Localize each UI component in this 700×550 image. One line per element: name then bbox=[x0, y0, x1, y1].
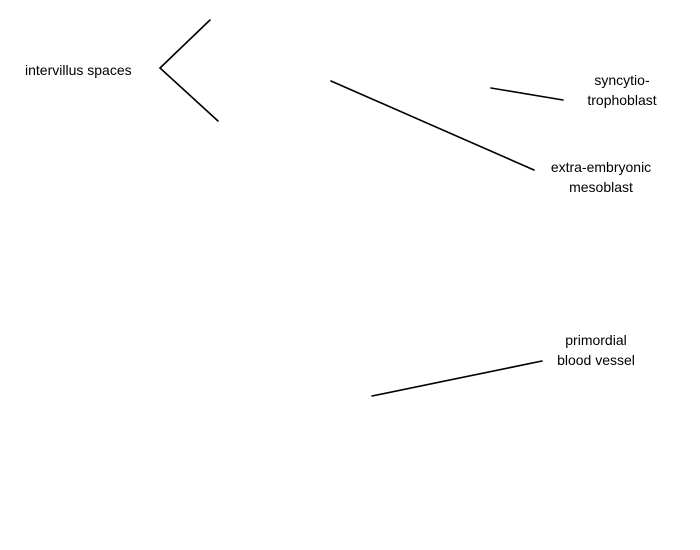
label-syncytiotrophoblast-line-1: syncytio- bbox=[594, 72, 650, 88]
label-primordial-blood-vessel-line-1: primordial bbox=[565, 332, 627, 348]
label-intervillus-spaces: intervillus spaces bbox=[25, 60, 132, 80]
leader-line-primordial-blood-vessel bbox=[371, 360, 543, 397]
leader-line-extra-embryonic-mesoblast bbox=[330, 80, 535, 171]
label-syncytiotrophoblast-line-2: trophoblast bbox=[587, 92, 657, 108]
label-syncytiotrophoblast: syncytio- trophoblast bbox=[572, 70, 672, 110]
leader-line-intervillus-spaces bbox=[158, 19, 219, 122]
label-extra-embryonic-mesoblast-line-2: mesoblast bbox=[569, 179, 633, 195]
label-extra-embryonic-mesoblast: extra-embryonic mesoblast bbox=[531, 157, 671, 197]
label-extra-embryonic-mesoblast-line-1: extra-embryonic bbox=[550, 159, 652, 175]
label-primordial-blood-vessel: primordial blood vessel bbox=[541, 330, 651, 370]
leader-line-syncytiotrophoblast bbox=[490, 87, 564, 101]
label-primordial-blood-vessel-line-2: blood vessel bbox=[557, 352, 635, 368]
label-intervillus-spaces-text: intervillus spaces bbox=[25, 62, 132, 78]
